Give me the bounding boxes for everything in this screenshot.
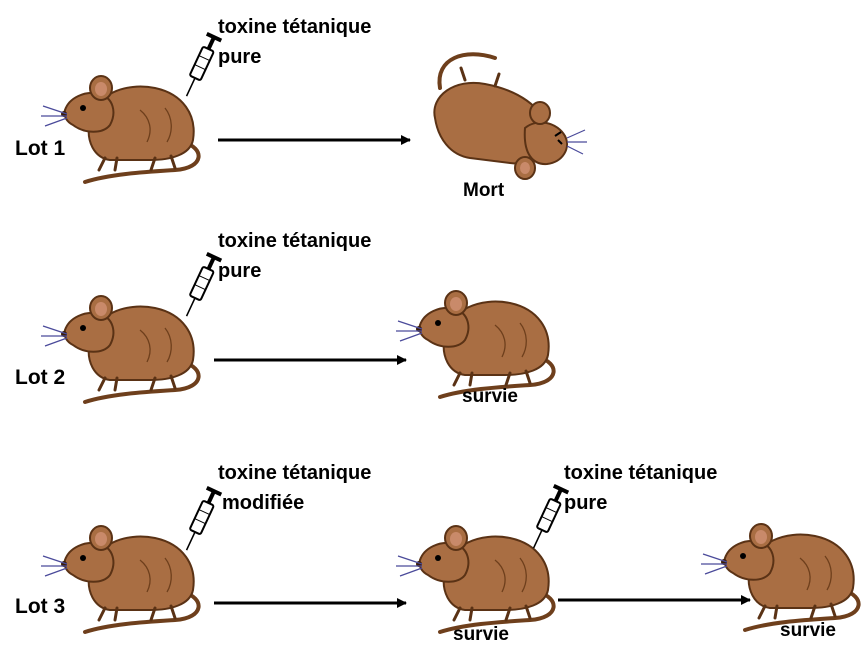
lot1-injection-line1: toxine tétanique bbox=[218, 16, 371, 38]
lot1-dead-mouse bbox=[434, 54, 587, 179]
lot2-survivor-mouse bbox=[396, 291, 554, 397]
lot3-middle-mouse bbox=[396, 526, 554, 632]
lot1-label: Lot 1 bbox=[15, 137, 65, 161]
lot2-outcome: survie bbox=[462, 386, 518, 408]
lot3-outcome: survie bbox=[453, 624, 509, 646]
lot1-syringe-icon bbox=[179, 32, 222, 99]
lot3-second-injection-line1: toxine tétanique bbox=[564, 462, 717, 484]
lot3-injection-line2: modifiée bbox=[222, 492, 304, 514]
lot2-injection-line2: pure bbox=[218, 260, 261, 282]
lot3-second-syringe-icon bbox=[526, 484, 569, 551]
lot1-outcome: Mort bbox=[463, 180, 504, 202]
lot1-mouse bbox=[41, 76, 199, 182]
lot3-label: Lot 3 bbox=[15, 595, 65, 619]
lot3-final-mouse bbox=[701, 524, 859, 630]
lot3-syringe-icon bbox=[179, 486, 222, 553]
lot3-second-injection-line2: pure bbox=[564, 492, 607, 514]
lot1-injection-line2: pure bbox=[218, 46, 261, 68]
lot3-injection-line1: toxine tétanique bbox=[218, 462, 371, 484]
lot3-second-outcome: survie bbox=[780, 620, 836, 642]
lot2-injection-line1: toxine tétanique bbox=[218, 230, 371, 252]
lot2-label: Lot 2 bbox=[15, 366, 65, 390]
lot2-syringe-icon bbox=[179, 252, 222, 319]
